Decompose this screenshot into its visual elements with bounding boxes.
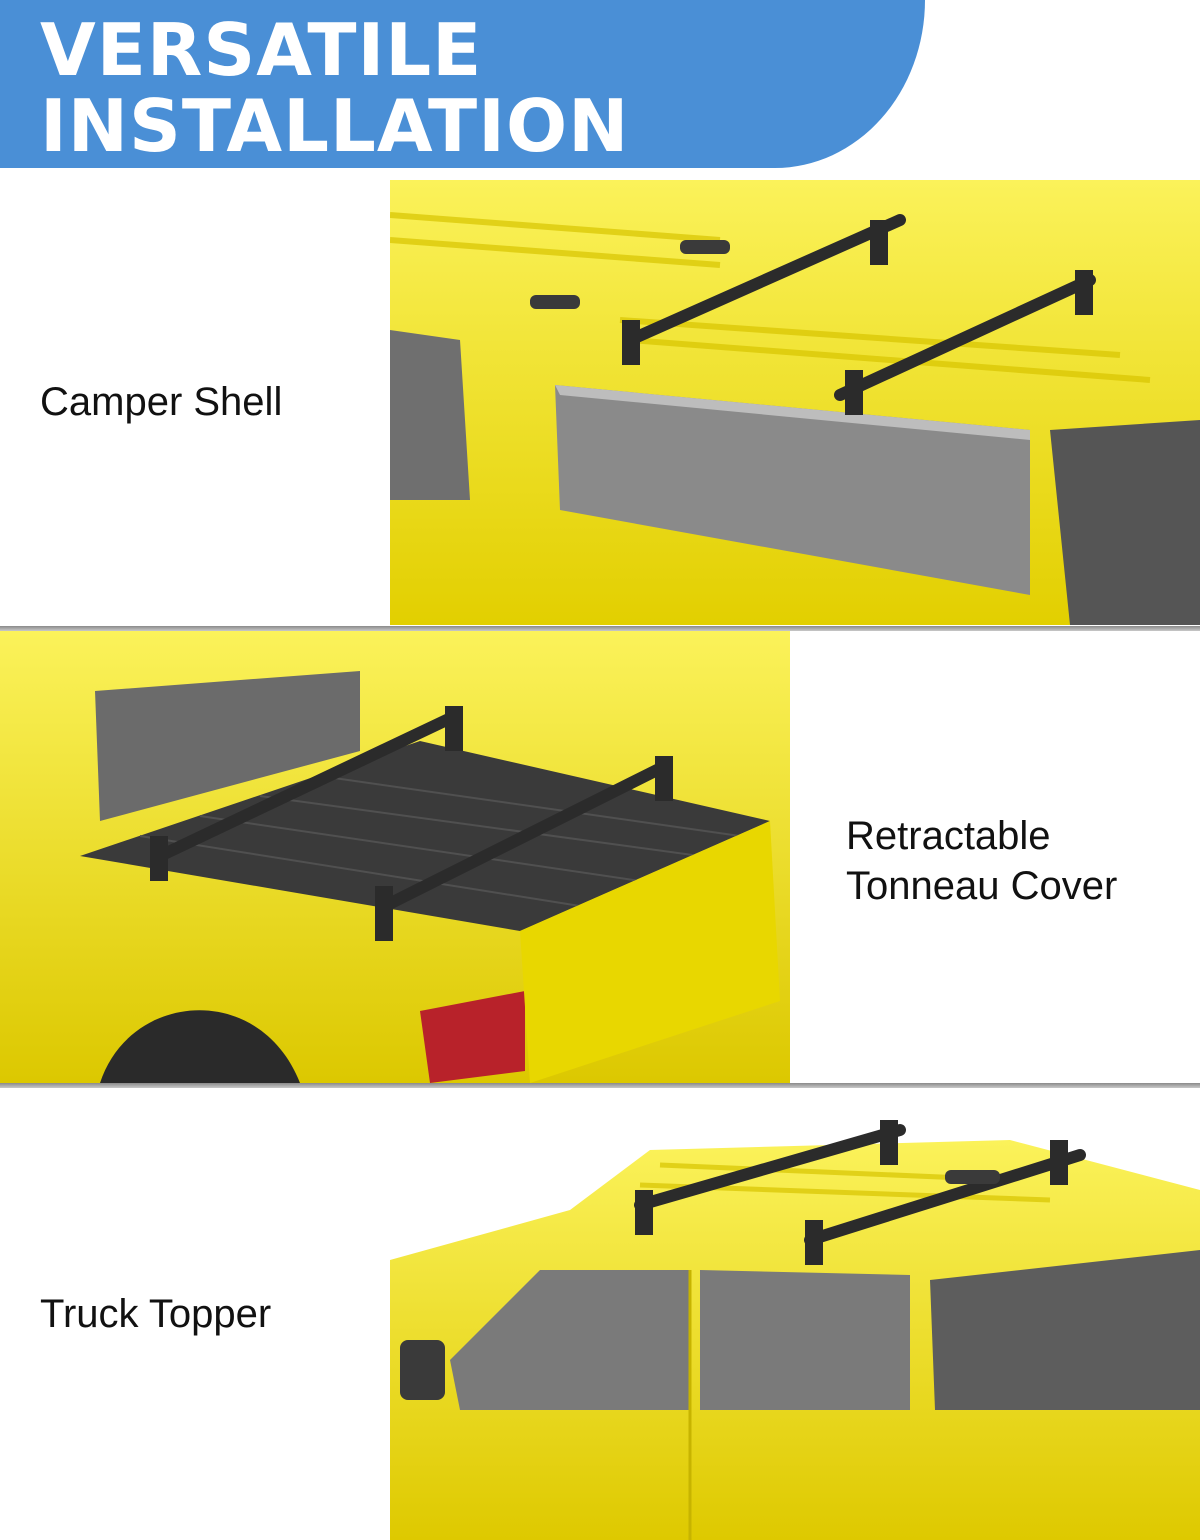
truck-topper-photo — [390, 1110, 1200, 1540]
section-divider-1 — [0, 626, 1200, 631]
header-title-line1: VERSATILE — [40, 8, 483, 92]
tonneau-cover-label-line2: Tonneau Cover — [846, 864, 1118, 908]
header-title-line2: INSTALLATION — [40, 84, 630, 168]
tonneau-cover-label-line1: Retractable — [846, 814, 1051, 858]
section-divider-2 — [0, 1083, 1200, 1088]
camper-shell-photo — [390, 180, 1200, 625]
truck-topper-label: Truck Topper — [40, 1292, 272, 1336]
tonneau-cover-photo — [0, 631, 790, 1083]
camper-shell-label: Camper Shell — [40, 380, 283, 424]
header-banner: VERSATILE INSTALLATION — [0, 0, 925, 168]
